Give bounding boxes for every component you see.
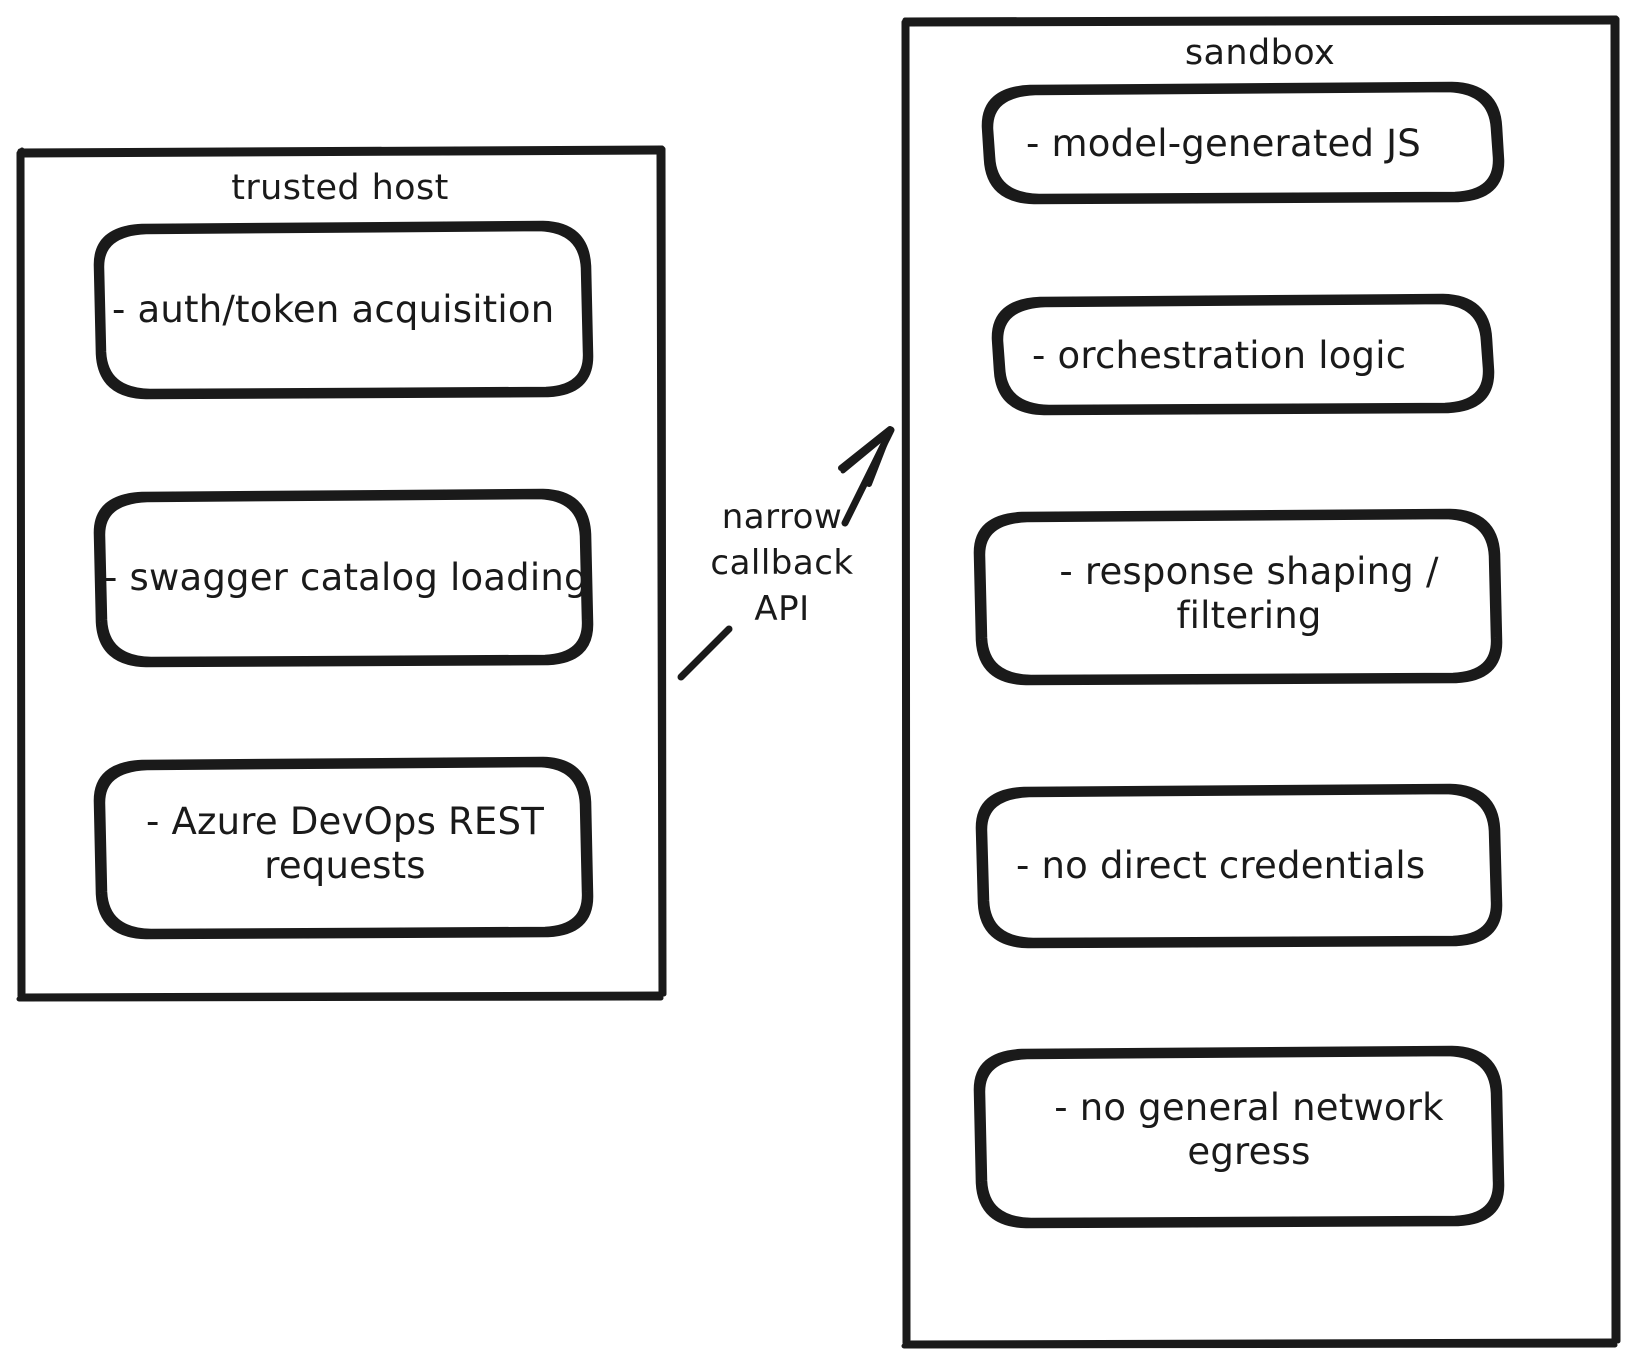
card-label-no-direct-credentials: - no direct credentials <box>1016 844 1426 887</box>
trusted-host-title: trusted host <box>231 168 449 208</box>
sandbox-container-outline <box>901 15 1621 1349</box>
card-label-orchestration-logic: - orchestration logic <box>1032 334 1407 377</box>
card-auth-token-acquisition-outline <box>93 220 594 400</box>
card-label-response-shaping-filtering: - response shaping / filtering <box>1059 550 1439 637</box>
card-azure-devops-rest-requests-outline <box>93 756 594 940</box>
card-label-model-generated-js: - model-generated JS <box>1026 122 1421 165</box>
narrow-callback-api-label: narrow callback API <box>710 497 854 629</box>
narrow-callback-api-connector <box>677 426 895 681</box>
card-no-general-network-egress-outline <box>973 1045 1505 1229</box>
card-label-azure-devops-rest-requests: - Azure DevOps REST requests <box>146 800 544 887</box>
card-no-direct-credentials-outline <box>975 783 1503 949</box>
card-model-generated-js-outline <box>981 81 1505 205</box>
card-response-shaping-filtering-outline <box>973 508 1503 686</box>
card-orchestration-logic-outline <box>991 293 1495 416</box>
card-swagger-catalog-loading-outline <box>93 488 594 668</box>
sandbox-title: sandbox <box>1184 33 1336 73</box>
card-label-swagger-catalog-loading: - swagger catalog loading <box>104 556 588 599</box>
trusted-host-container-outline <box>16 145 667 1002</box>
card-label-no-general-network-egress: - no general network egress <box>1054 1086 1444 1173</box>
card-label-auth-token-acquisition: - auth/token acquisition <box>112 288 555 331</box>
